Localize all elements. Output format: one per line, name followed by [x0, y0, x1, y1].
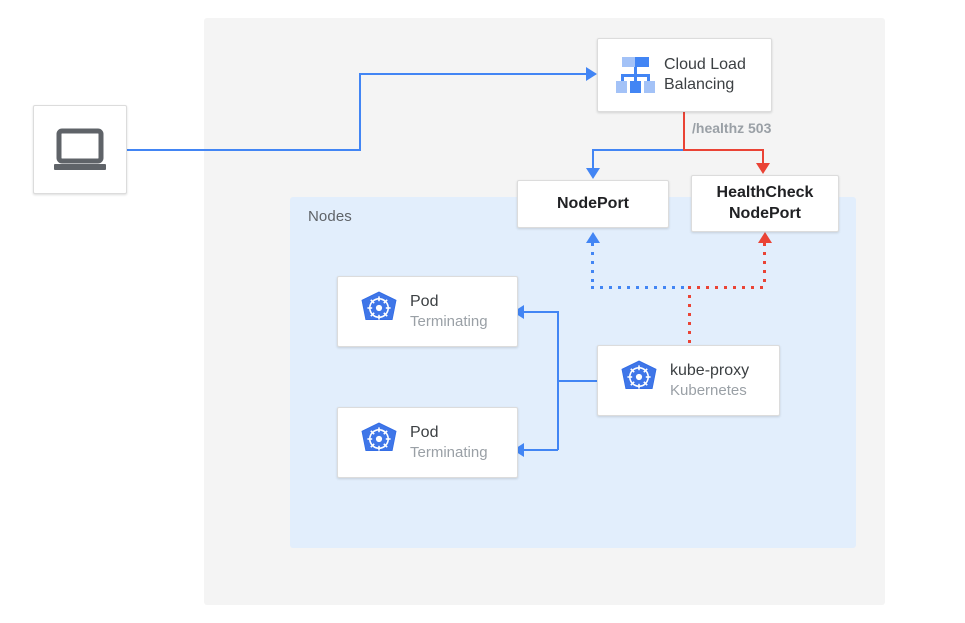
healthcheck-nodeport-label: HealthCheck NodePort	[692, 183, 838, 225]
cloud-load-balancing-node[interactable]: Cloud Load Balancing	[597, 38, 772, 112]
edge-kubeproxy-to-pod1-h	[524, 311, 558, 313]
kube-proxy-label: kube-proxy Kubernetes	[670, 361, 749, 401]
edge-client-to-lb-arrowhead	[586, 67, 597, 81]
nodeport-label: NodePort	[557, 194, 629, 212]
edge-kubeproxy-to-nodeport-arrowhead	[586, 232, 600, 243]
edge-kubeproxy-to-hc-arrowhead	[758, 232, 772, 243]
edge-label-healthz: /healthz 503	[692, 120, 772, 136]
kube-proxy-subtitle: Kubernetes	[670, 382, 747, 400]
edge-kubeproxy-to-pods-trunk	[557, 311, 559, 450]
edge-kubeproxy-to-nodeport-dotted-v	[591, 243, 594, 288]
edge-client-to-lb-v	[359, 73, 361, 151]
pod-2-node[interactable]: Pod Terminating	[337, 407, 518, 478]
kube-proxy-title: kube-proxy	[670, 361, 750, 379]
healthcheck-nodeport-node[interactable]: HealthCheck NodePort	[691, 175, 839, 232]
nodeport-node[interactable]: NodePort	[517, 180, 669, 228]
edge-client-to-lb-h2	[359, 73, 586, 75]
edge-kubeproxy-to-pods-h	[558, 380, 598, 382]
kubernetes-icon	[348, 412, 410, 474]
edge-kubeproxy-to-hc-dotted-h	[688, 286, 766, 289]
edge-kubeproxy-to-pod1-arrowhead	[513, 305, 524, 319]
healthcheck-nodeport-title-line2: NodePort	[729, 204, 801, 222]
kubernetes-icon	[608, 350, 670, 412]
pod-1-subtitle: Terminating	[410, 313, 488, 331]
client-node[interactable]	[33, 105, 127, 194]
edge-lb-to-nodeport-v	[592, 149, 594, 170]
kube-proxy-node[interactable]: kube-proxy Kubernetes	[597, 345, 780, 416]
cloud-load-balancing-icon	[608, 47, 664, 103]
edge-lb-to-hc-h	[683, 149, 764, 151]
pod-2-title: Pod	[410, 423, 439, 441]
kubernetes-icon	[348, 281, 410, 343]
edge-kubeproxy-to-nodeport-dotted-h	[591, 286, 690, 289]
cloud-load-balancing-label: Cloud Load Balancing	[664, 55, 746, 96]
edge-kubeproxy-to-pod2-h	[524, 449, 558, 451]
cloud-load-balancing-title: Cloud Load	[664, 55, 746, 73]
edge-client-to-lb-h1	[127, 149, 361, 151]
edge-lb-healthz-stub	[683, 112, 685, 150]
edge-kubeproxy-to-pod2-arrowhead	[513, 443, 524, 457]
pod-2-label: Pod Terminating	[410, 423, 488, 463]
pod-1-node[interactable]: Pod Terminating	[337, 276, 518, 347]
edge-lb-to-hc-v	[762, 149, 764, 165]
edge-lb-to-hc-arrowhead	[756, 163, 770, 174]
edge-kubeproxy-to-hc-dotted-v	[763, 243, 766, 288]
cloud-load-balancing-title-line2: Balancing	[664, 76, 735, 93]
pod-1-label: Pod Terminating	[410, 292, 488, 332]
edge-lb-to-nodeport-arrowhead	[586, 168, 600, 179]
pod-2-subtitle: Terminating	[410, 444, 488, 462]
edge-lb-to-nodeport-h	[592, 149, 685, 151]
nodes-panel-label: Nodes	[308, 208, 352, 225]
laptop-icon	[52, 126, 108, 174]
edge-kubeproxy-trunk-dotted-v	[688, 286, 691, 346]
healthcheck-nodeport-title: HealthCheck	[716, 183, 814, 201]
pod-1-title: Pod	[410, 292, 439, 310]
